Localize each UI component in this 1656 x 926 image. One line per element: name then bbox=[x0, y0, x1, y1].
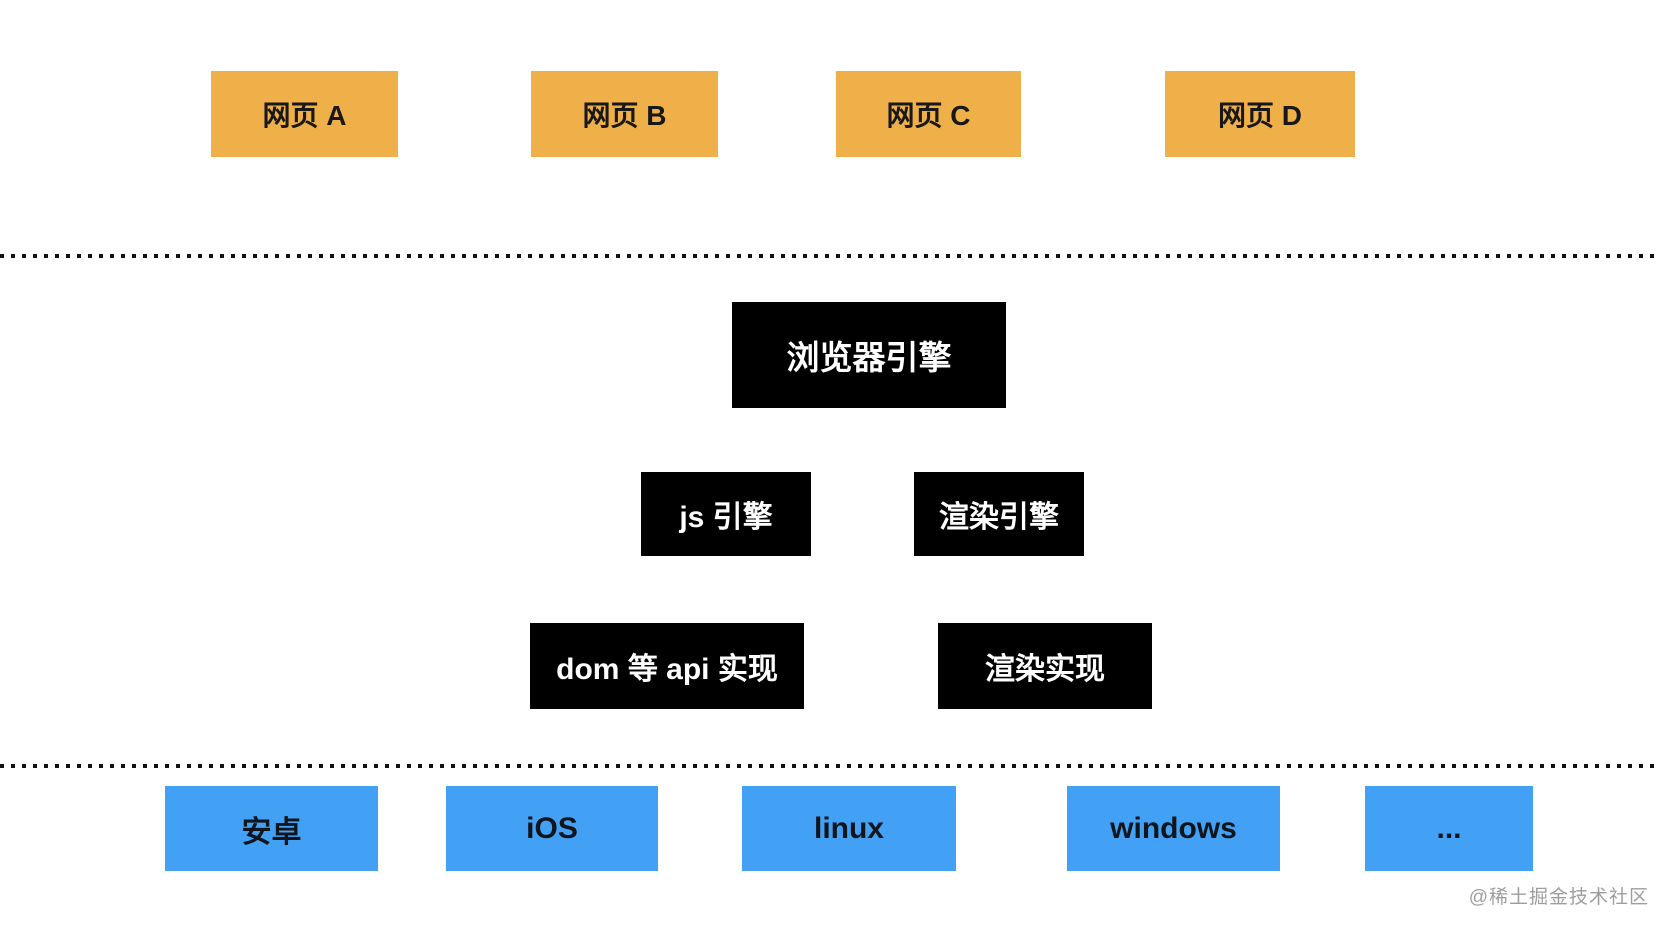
juejin-watermark: @稀土掘金技术社区 bbox=[1468, 887, 1649, 908]
platform-linux-node: linux bbox=[742, 786, 956, 871]
platform-ellipsis-node: ... bbox=[1365, 786, 1533, 871]
web-page-c-node: 网页 C bbox=[836, 71, 1021, 157]
web-page-a-node: 网页 A bbox=[211, 71, 398, 157]
platform-windows-node: windows bbox=[1067, 786, 1280, 871]
separator-bottom-dotted-line bbox=[0, 764, 1656, 768]
platform-ios-node: iOS bbox=[446, 786, 658, 871]
dom-api-implementation-node: dom 等 api 实现 bbox=[530, 623, 804, 709]
js-engine-node: js 引擎 bbox=[641, 472, 811, 556]
browser-engine-node: 浏览器引擎 bbox=[732, 302, 1006, 408]
render-engine-node: 渲染引擎 bbox=[914, 472, 1084, 556]
render-implementation-node: 渲染实现 bbox=[938, 623, 1152, 709]
web-page-d-node: 网页 D bbox=[1165, 71, 1355, 157]
platform-android-node: 安卓 bbox=[165, 786, 378, 871]
web-page-b-node: 网页 B bbox=[531, 71, 718, 157]
separator-top-dotted-line bbox=[0, 254, 1656, 258]
